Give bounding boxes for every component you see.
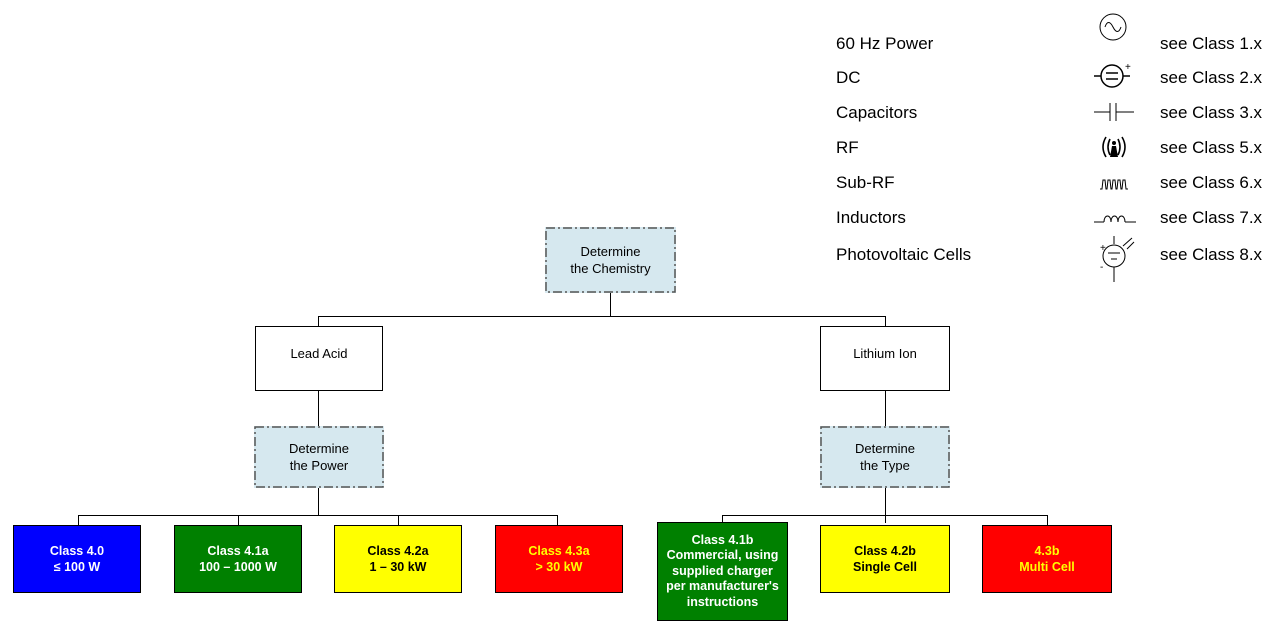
decision-line-1: Determine [580,244,641,259]
class-desc-2: supplied charger [672,563,773,578]
node-label: Lithium Ion [853,346,917,361]
class-range: Single Cell [853,560,917,574]
legend-label-rf: RF [836,138,859,157]
connector-type-horizontal [722,515,1048,516]
class-title: Class 4.1b [691,532,754,547]
legend-see-class-5: see Class 5.x [1160,138,1263,157]
legend-see-class-8: see Class 8.x [1160,245,1263,264]
class-4-1a: Class 4.1a 100 – 1000 W [174,525,302,593]
connector-power-down [318,488,319,516]
legend-see-class-1: see Class 1.x [1160,34,1263,53]
connector-to-class-4-3a [557,515,558,525]
class-range: Multi Cell [1019,560,1075,574]
decision-line-2: the Type [860,458,910,473]
class-title: Class 4.2a [367,544,429,558]
legend-see-class-3: see Class 3.x [1160,103,1263,122]
plus-sign: + [1100,243,1106,254]
decision-determine-chemistry: Determine the Chemistry [545,227,676,293]
class-4-0: Class 4.0 ≤ 100 W [13,525,141,593]
legend-see-class-7: see Class 7.x [1160,208,1263,227]
capacitor-icon [1094,103,1134,121]
photovoltaic-icon: + - [1100,236,1135,282]
connector-to-class-4-1a [238,515,239,525]
class-desc-3: per manufacturer's [666,579,779,594]
class-range: ≤ 100 W [53,560,101,574]
connector-root-down [610,293,611,317]
class-4-2a: Class 4.2a 1 – 30 kW [334,525,462,593]
legend-label-capacitors: Capacitors [836,103,918,122]
class-desc-1: Commercial, using [666,548,779,563]
minus-sign: - [1100,262,1103,273]
decision-line-2: the Chemistry [570,261,651,276]
class-4-2b: Class 4.2b Single Cell [820,525,950,593]
connector-to-class-4-2a [398,515,399,525]
node-label: Lead Acid [290,346,348,361]
class-desc-4: instructions [686,594,759,609]
connector-to-lithium-ion [885,316,886,326]
connector-lithium-ion-down [885,391,886,426]
class-range: 1 – 30 kW [369,560,427,574]
connector-to-class-4-3b [1047,515,1048,525]
class-range: > 30 kW [535,560,583,574]
connector-to-lead-acid [318,316,319,326]
class-title: Class 4.3a [528,544,590,558]
legend-see-class-2: see Class 2.x [1160,68,1263,87]
connector-to-class-4-1b [722,515,723,525]
legend-label-dc: DC [836,68,861,87]
legend-see-class-6: see Class 6.x [1160,173,1263,192]
rf-antenna-icon [1102,136,1126,158]
connector-power-horizontal [78,515,557,516]
node-lithium-ion: Lithium Ion [820,326,950,391]
class-4-3b: 4.3b Multi Cell [982,525,1112,593]
class-title: Class 4.2b [854,544,916,558]
connector-top-horizontal [318,316,886,317]
dc-battery-icon: + [1094,62,1131,88]
node-lead-acid: Lead Acid [255,326,383,391]
class-title: Class 4.1a [207,544,269,558]
connector-type-down [885,488,886,523]
decision-determine-type: Determine the Type [820,426,950,488]
decision-determine-power: Determine the Power [254,426,384,488]
legend-label-sub-rf: Sub-RF [836,173,895,192]
plus-sign: + [1125,62,1131,73]
ac-source-icon [1099,13,1127,41]
legend-label-inductors: Inductors [836,208,906,227]
decision-line-1: Determine [289,441,349,456]
decision-line-2: the Power [289,458,349,473]
class-4-1b: Class 4.1b Commercial, using supplied ch… [657,522,788,621]
class-range: 100 – 1000 W [199,560,277,574]
connector-to-class-4-0 [78,515,79,525]
inductor-icon [1094,215,1136,223]
class-4-3a: Class 4.3a > 30 kW [495,525,623,593]
decision-line-1: Determine [855,441,915,456]
connector-lead-acid-down [318,391,319,426]
class-title: 4.3b [1034,544,1060,558]
class-title: Class 4.0 [49,544,105,558]
legend-label-60hz: 60 Hz Power [836,34,934,53]
legend-label-photovoltaic: Photovoltaic Cells [836,245,972,264]
sub-rf-wave-icon [1100,179,1128,190]
